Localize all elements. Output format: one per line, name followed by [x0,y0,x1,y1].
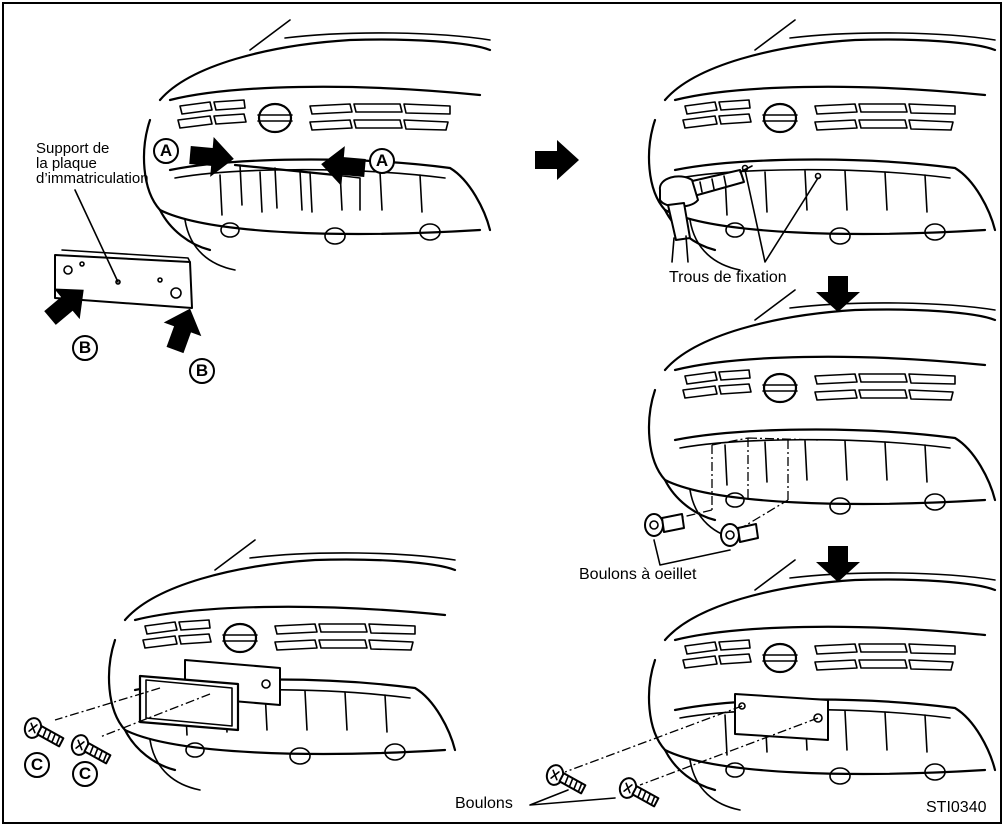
callout-a-right: A [369,148,395,174]
bolt-final-left [543,762,590,795]
callout-b-left: B [72,335,98,361]
callout-c-left: C [24,752,50,778]
screw-c-left [21,715,68,748]
panel-eyelet-bolts [647,288,997,542]
drill-icon [658,165,753,263]
arrow-step-down-1 [816,276,860,312]
label-mounting-holes: Trous de fixation [669,269,787,286]
screw-c-right [68,732,115,765]
arrow-next-step [535,140,579,180]
label-plate-bracket: Support de la plaque d’immatriculation [36,140,149,187]
bolt-final-right [616,775,663,808]
callout-b-right: B [189,358,215,384]
label-eyelet-bolts: Boulons à oeillet [579,566,697,583]
arrow-b-right [156,301,209,357]
panel-screws [107,538,457,792]
arrow-step-down-2 [816,546,860,582]
callout-a-left: A [153,138,179,164]
panel-final-bolts [647,558,997,812]
eyelet-bolt-right [720,523,759,547]
figure-code: STI0340 [926,799,987,816]
panel-remove-bracket [142,18,492,272]
label-bolts: Boulons [455,795,513,812]
panel-drill-holes [647,18,997,272]
eyelet-bolt-left [644,513,685,537]
callout-c-right: C [72,761,98,787]
